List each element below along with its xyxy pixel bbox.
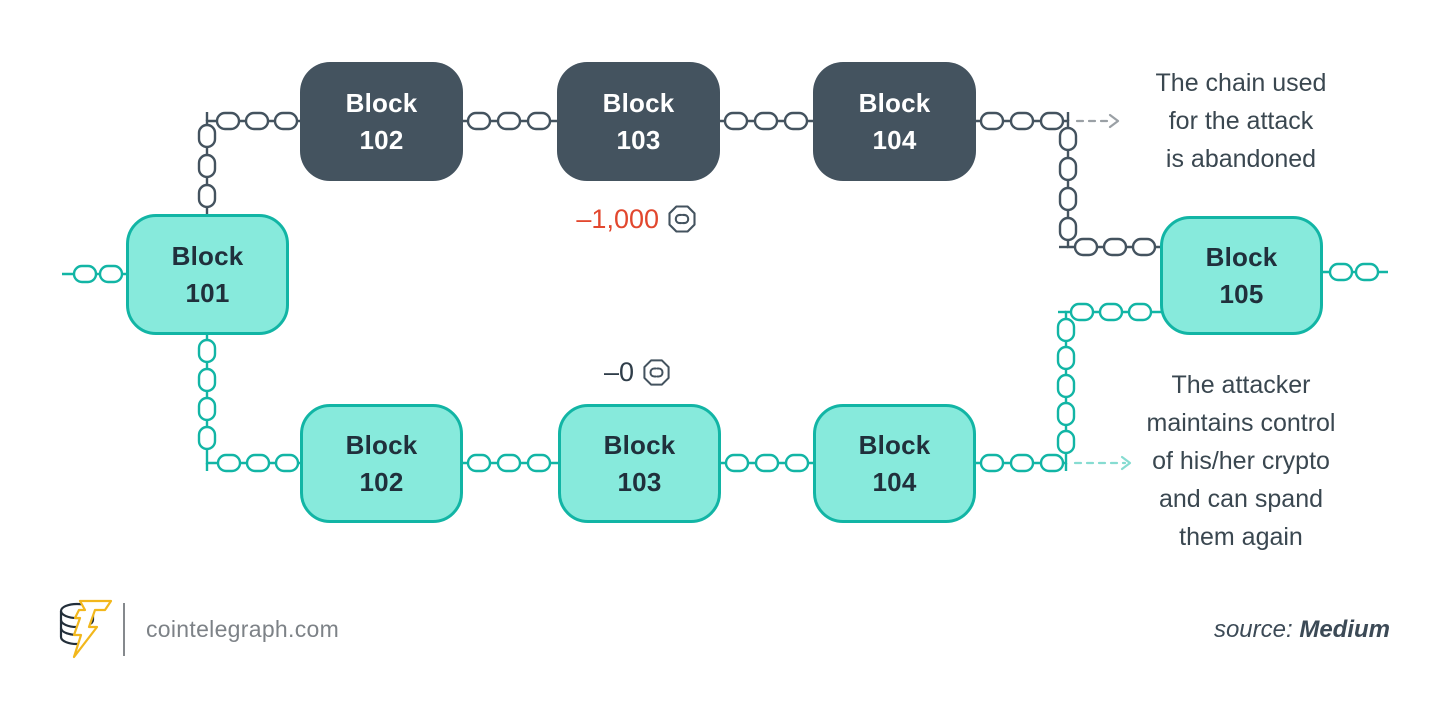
honest-chain [62,262,1388,473]
control-note-line: of his/her crypto [1152,447,1330,475]
abandoned-note: The chain used for the attack is abandon… [1076,64,1406,178]
block-label: Block [602,87,675,118]
footer-divider [123,603,125,656]
block-number: 103 [616,124,661,155]
cointelegraph-logo-icon [59,599,113,659]
block-102-attack: Block 102 [300,62,463,181]
block-105-label: Block [1205,241,1278,272]
control-note-line: them again [1179,523,1303,551]
block-label: Block [858,429,931,460]
block-number: 104 [872,466,917,497]
control-note-line: maintains control [1146,409,1336,437]
block-number: 102 [359,466,404,497]
block-label: Block [345,429,418,460]
honest-amount-row: –0 [500,356,671,388]
attack-amount-value: –1,000 [576,203,659,234]
honest-amount-value: –0 [603,356,634,387]
block-102-honest: Block 102 [300,404,463,523]
coin-icon [668,205,696,233]
block-label: Block [858,87,931,118]
block-101-label: Block [171,240,244,271]
control-note-line: The attacker [1171,371,1311,399]
source-attribution: source: Medium [1214,615,1390,645]
coin-icon [643,358,670,386]
abandoned-arrow-icon [1075,113,1120,129]
site-label: cointelegraph.com [146,616,340,642]
block-number: 103 [617,466,662,497]
abandoned-note-line: for the attack [1168,107,1314,135]
attack-amount-row: –1,000 [500,203,697,235]
block-number: 102 [359,124,404,155]
abandoned-note-line: The chain used [1155,69,1327,97]
block-103-attack: Block 103 [557,62,720,181]
block-104-honest: Block 104 [813,404,976,523]
block-label: Block [345,87,418,118]
control-note: The attacker maintains control of his/he… [1076,366,1406,556]
block-105-number: 105 [1219,278,1264,309]
block-104-attack: Block 104 [813,62,976,181]
attack-chain [197,111,1162,257]
block-105: Block 105 [1160,216,1323,335]
source-prefix: source: [1213,616,1293,643]
abandoned-note-line: is abandoned [1165,145,1317,173]
block-101-number: 101 [185,277,230,308]
block-number: 104 [872,124,917,155]
source-name: Medium [1299,616,1390,643]
block-label: Block [603,429,676,460]
control-note-line: and can spand [1158,485,1324,513]
block-101: Block 101 [126,214,289,335]
block-103-honest: Block 103 [558,404,721,523]
control-arrow-icon [1073,455,1132,471]
